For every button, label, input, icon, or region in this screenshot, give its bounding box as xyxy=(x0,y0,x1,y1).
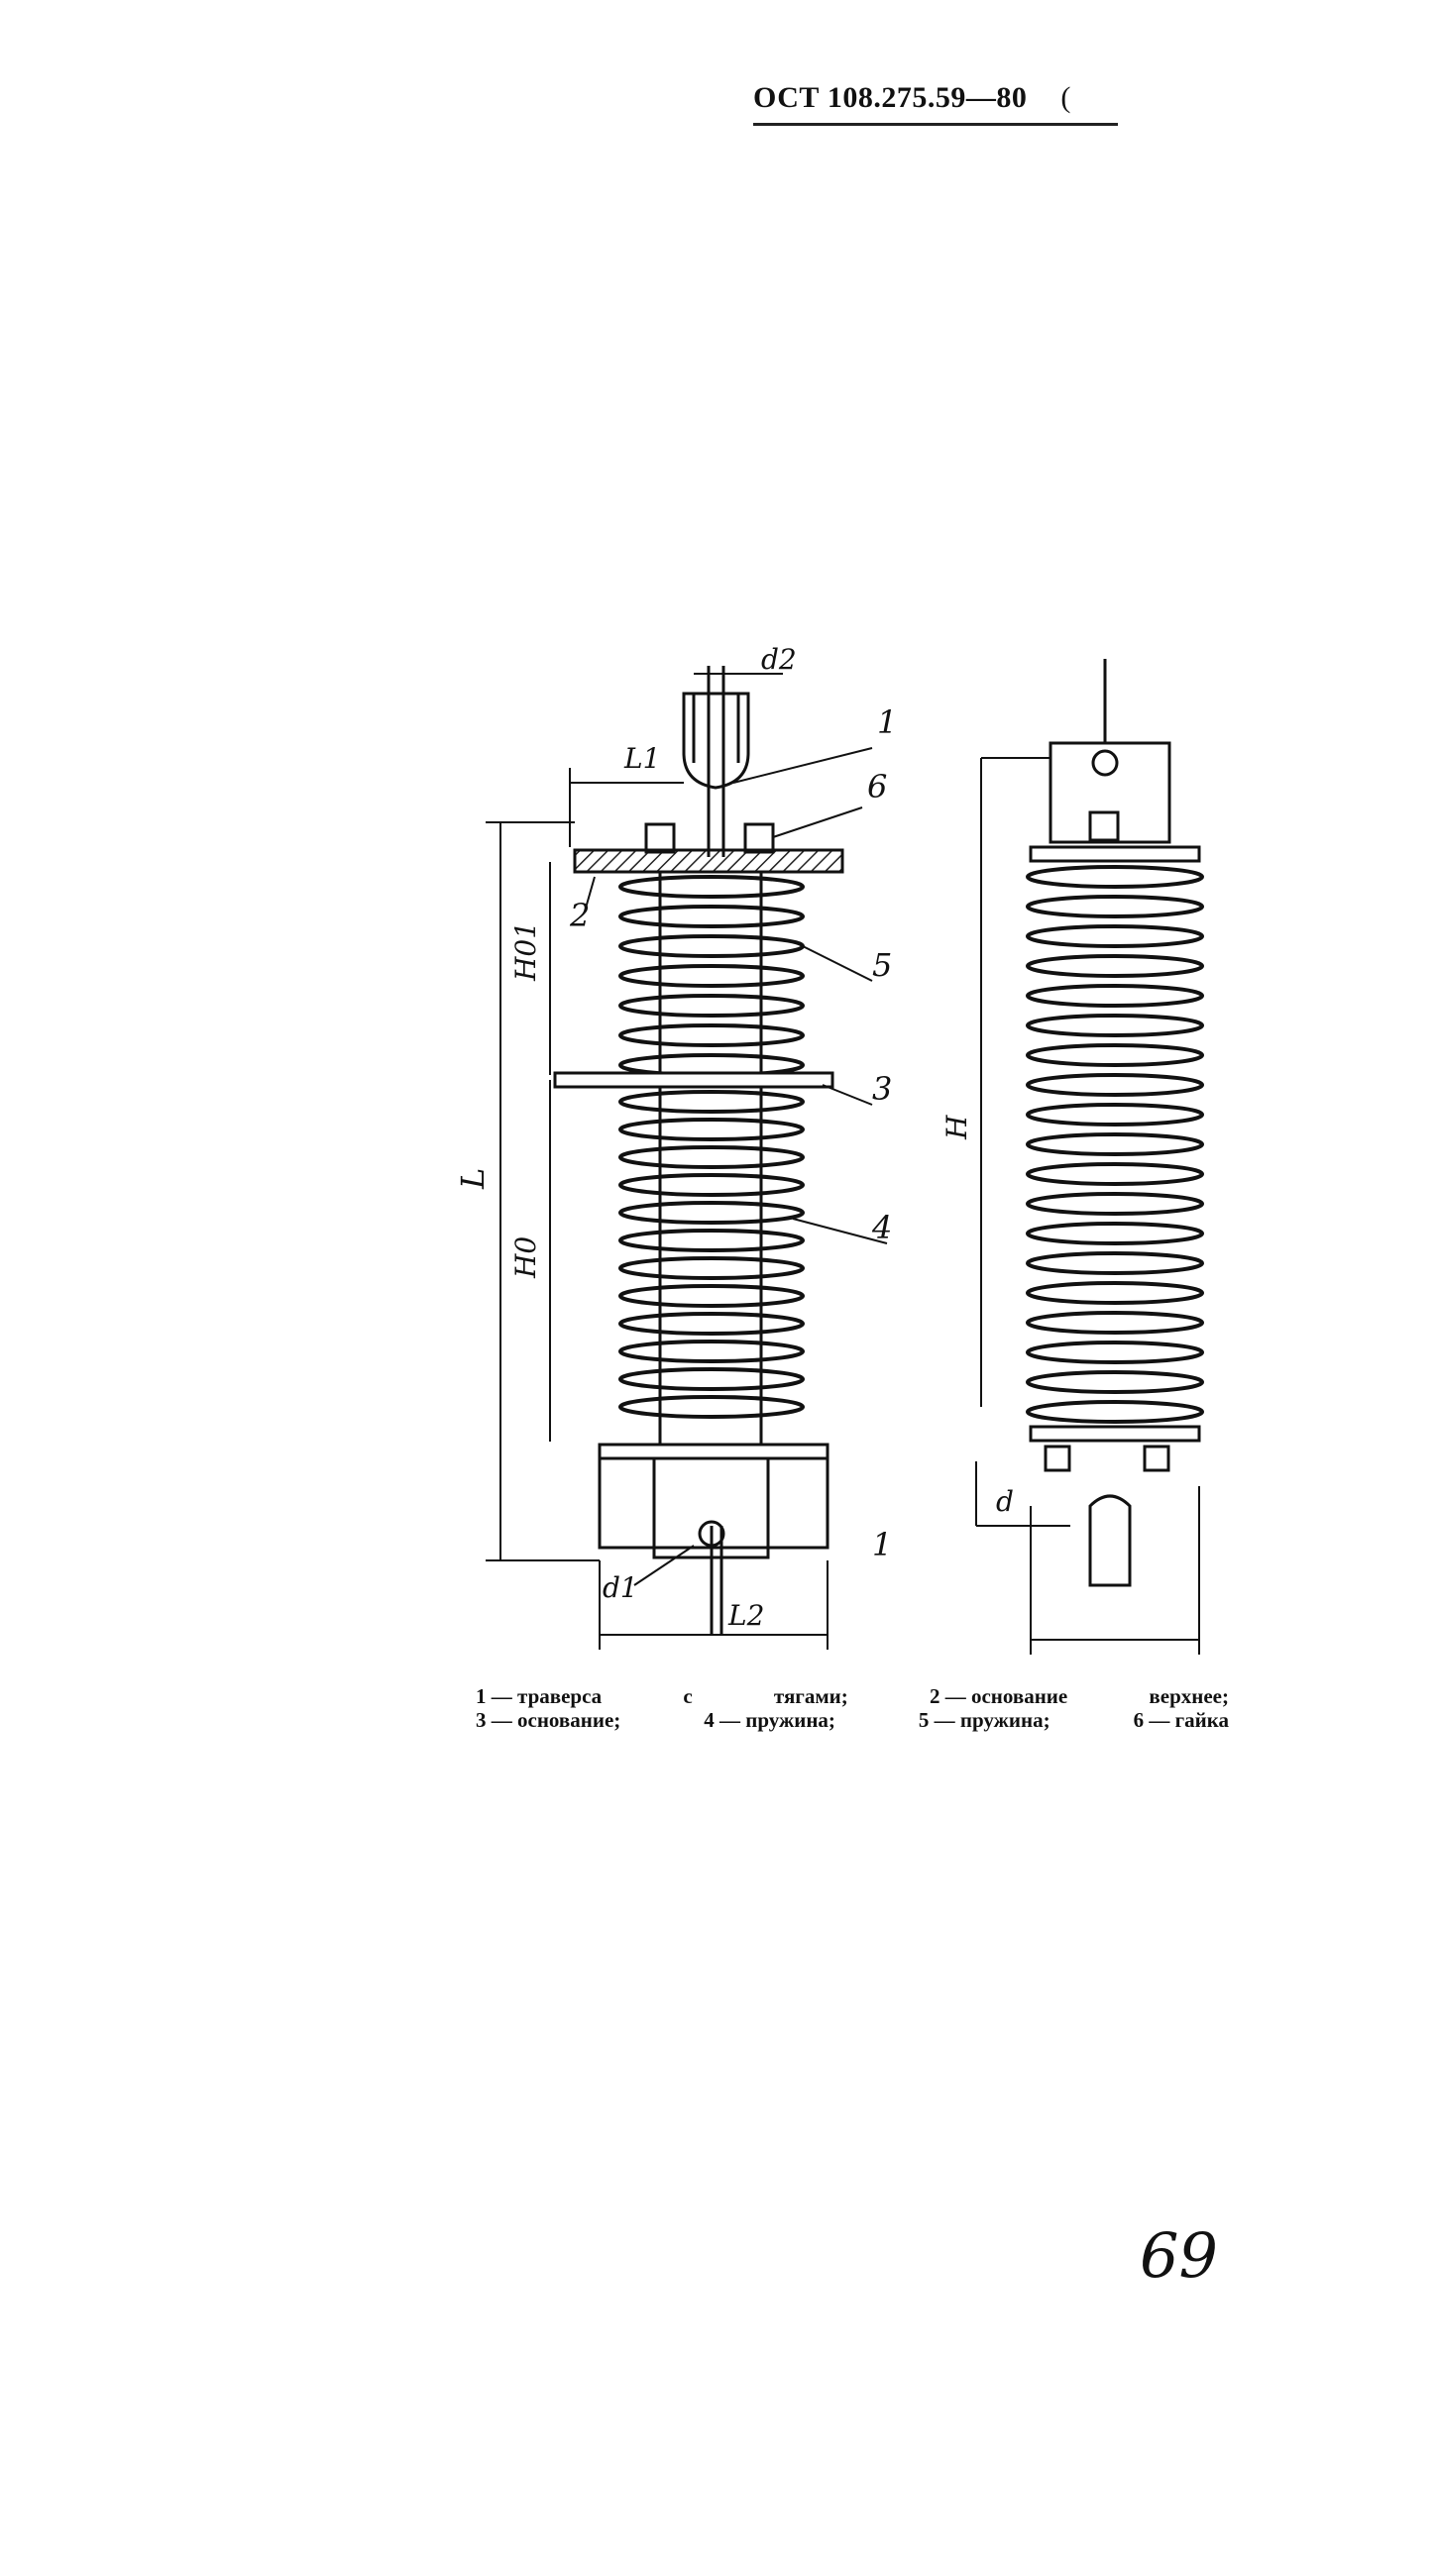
upper-spring xyxy=(618,875,805,1077)
dim-H: H xyxy=(940,1115,973,1140)
dim-d: d xyxy=(996,1485,1014,1518)
lower-spring xyxy=(618,1090,805,1419)
dim-L2: L2 xyxy=(727,1599,764,1632)
caption-item: верхнее; xyxy=(1149,1684,1229,1708)
caption-line-2: 3 — основание; 4 — пружина; 5 — пружина;… xyxy=(476,1708,1229,1732)
caption-item: тягами; xyxy=(773,1684,848,1708)
header-underline xyxy=(753,123,1118,126)
caption-item: 1 — траверса xyxy=(476,1684,603,1708)
dim-L: L xyxy=(454,1168,492,1190)
caption-item: 2 — основание xyxy=(929,1684,1068,1708)
caption-item: с xyxy=(683,1684,693,1708)
front-view xyxy=(486,666,888,1650)
callout-1: 1 xyxy=(877,703,897,741)
callout-2: 2 xyxy=(569,897,590,934)
caption-line-1: 1 — траверса с тягами; 2 — основание вер… xyxy=(476,1684,1229,1708)
caption-item: 4 — пружина; xyxy=(704,1708,835,1732)
page-number: 69 xyxy=(1140,2219,1218,2292)
figure-caption: 1 — траверса с тягами; 2 — основание вер… xyxy=(476,1684,1229,1732)
side-spring xyxy=(1026,865,1204,1424)
callout-6: 6 xyxy=(867,768,887,805)
caption-item: 5 — пружина; xyxy=(918,1708,1050,1732)
dim-d2: d2 xyxy=(761,643,797,676)
side-view xyxy=(975,659,1204,1655)
dim-L1: L1 xyxy=(623,742,660,775)
document-code: ОСТ 108.275.59—80 ( xyxy=(753,81,1071,115)
dim-d1: d1 xyxy=(603,1571,638,1604)
caption-item: 6 — гайка xyxy=(1133,1708,1229,1732)
document-code-text: ОСТ 108.275.59—80 xyxy=(753,81,1028,114)
dim-H0: H0 xyxy=(509,1236,542,1279)
caption-item: 3 — основание; xyxy=(476,1708,621,1732)
callout-3: 3 xyxy=(872,1070,892,1108)
callout-5: 5 xyxy=(872,946,892,984)
callout-4: 4 xyxy=(871,1209,892,1246)
dim-H01: H01 xyxy=(509,921,542,982)
callout-1-bottom: 1 xyxy=(872,1526,892,1563)
document-code-mark: ( xyxy=(1060,81,1071,114)
